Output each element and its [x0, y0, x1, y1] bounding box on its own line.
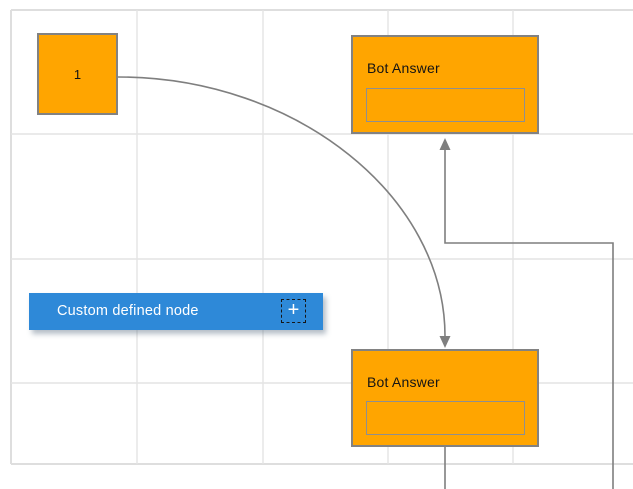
bot-answer-bottom-input[interactable] — [366, 401, 525, 435]
bot-answer-top-title: Bot Answer — [367, 60, 440, 76]
node-bot-answer-top[interactable]: Bot Answer — [351, 35, 539, 134]
node-1-label: 1 — [73, 66, 82, 82]
connector-ortho-link[interactable] — [444, 150, 614, 489]
arrowhead-down-icon — [439, 336, 451, 348]
arrowhead-up-icon — [439, 138, 451, 150]
page-border — [10, 9, 633, 465]
node-1[interactable]: 1 — [37, 33, 118, 115]
add-node-button[interactable]: + — [281, 299, 306, 323]
connector-curve-link[interactable] — [117, 76, 446, 337]
node-custom-defined[interactable]: Custom defined node + — [29, 293, 323, 330]
plus-icon: + — [287, 299, 300, 321]
custom-node-label: Custom defined node — [57, 303, 199, 319]
node-bot-answer-bottom[interactable]: Bot Answer — [351, 349, 539, 447]
bot-answer-top-input[interactable] — [366, 88, 525, 122]
bot-answer-bottom-title: Bot Answer — [367, 374, 440, 390]
